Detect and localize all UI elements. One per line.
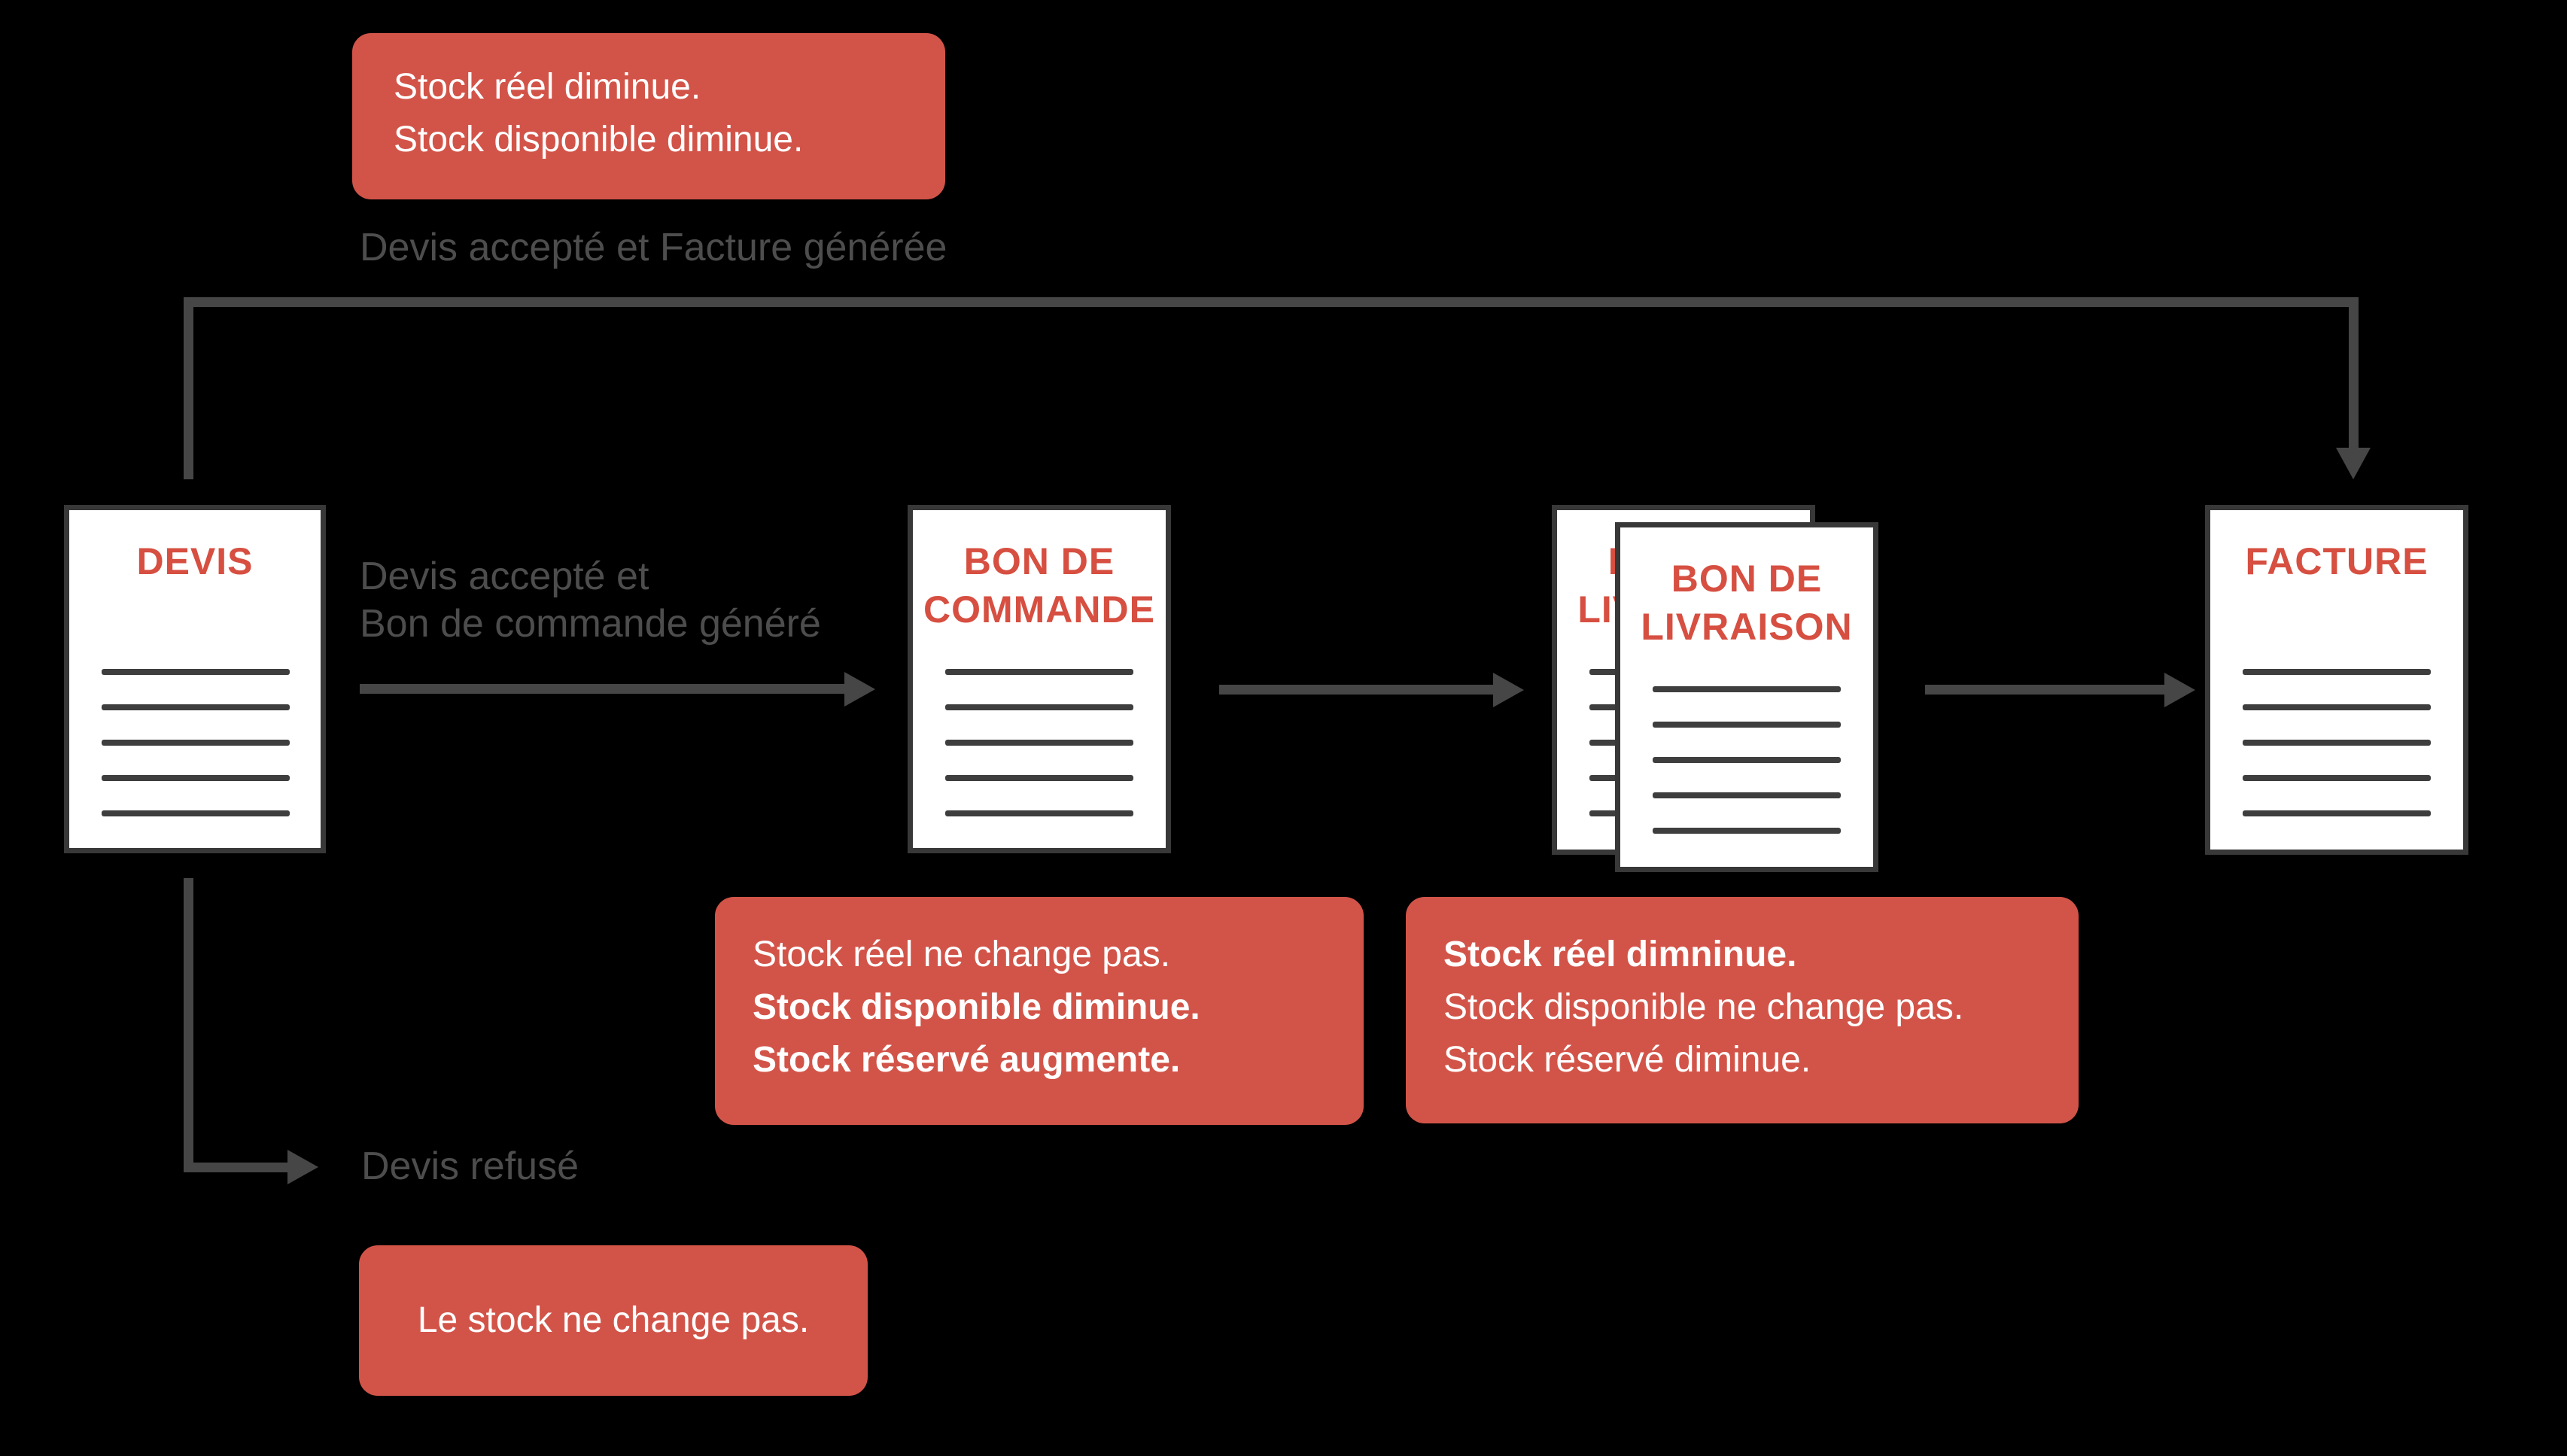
label-devis-accepte-bon-de-commande-genere: Devis accepté et Bon de commande généré (360, 553, 821, 648)
text-line (945, 669, 1133, 675)
label-devis-refuse: Devis refusé (361, 1144, 579, 1188)
text-line (1653, 722, 1841, 728)
arrow-head (1493, 673, 1524, 707)
note-text: Stock réel diminue. Stock disponible dim… (394, 61, 803, 166)
text-line (945, 810, 1133, 816)
document-facture: FACTURE (2205, 505, 2468, 855)
document-bon-de-livraison: BON DE LIVRAISON (1615, 522, 1878, 872)
note-line: Stock disponible ne change pas. (1443, 987, 1964, 1027)
note-line: Stock réel diminue. (394, 67, 701, 107)
document-devis: DEVIS (64, 505, 326, 853)
document-title-line: DEVIS (136, 540, 254, 582)
note-line: Stock réel ne change pas. (753, 935, 1171, 974)
document-title-line: COMMANDE (923, 588, 1155, 631)
note-line: Stock réservé diminue. (1443, 1040, 1811, 1080)
arrow-segment (1219, 685, 1493, 695)
note-line: Le stock ne change pas. (417, 1300, 810, 1340)
document-title: BON DE LIVRAISON (1620, 555, 1873, 651)
text-line (2243, 775, 2431, 781)
text-line (102, 775, 290, 781)
text-line (1653, 792, 1841, 798)
note-stock-bon-de-livraison: Stock réel dimninue. Stock disponible ne… (1406, 897, 2079, 1123)
document-title: FACTURE (2210, 537, 2463, 585)
note-stock-bon-de-commande: Stock réel ne change pas. Stock disponib… (715, 897, 1364, 1125)
text-line (945, 704, 1133, 710)
text-line (2243, 669, 2431, 675)
document-bon-de-commande: BON DE COMMANDE (908, 505, 1171, 853)
arrow-segment (184, 1163, 287, 1172)
note-stock-facture: Stock réel diminue. Stock disponible dim… (352, 33, 945, 199)
arrow-segment (1925, 685, 2164, 695)
arrow-head (844, 672, 875, 707)
note-text: Stock réel dimninue. Stock disponible ne… (1443, 929, 1963, 1087)
document-title: DEVIS (69, 537, 321, 585)
document-title-line: BON DE (1671, 558, 1823, 600)
text-line (102, 740, 290, 746)
arrow-head (2336, 448, 2371, 479)
arrow-segment (2349, 297, 2359, 448)
text-line (102, 704, 290, 710)
document-title-line: FACTURE (2245, 540, 2429, 582)
arrow-segment (184, 297, 2359, 307)
note-line: Stock réservé augmente. (753, 1040, 1181, 1080)
arrow-segment (184, 878, 193, 1172)
document-title-line: LIVRAISON (1641, 606, 1853, 648)
text-line (1653, 757, 1841, 763)
note-line: Stock réel dimninue. (1443, 935, 1797, 974)
note-line: Stock disponible diminue. (394, 120, 804, 160)
note-stock-devis-refuse: Le stock ne change pas. (359, 1245, 868, 1396)
text-line (1653, 686, 1841, 692)
text-line (2243, 810, 2431, 816)
label-line: Bon de commande généré (360, 602, 821, 646)
text-line (102, 810, 290, 816)
text-line (102, 669, 290, 675)
document-title-line: BON DE (963, 540, 1115, 582)
text-line (945, 775, 1133, 781)
text-line (1653, 828, 1841, 834)
arrow-segment (360, 684, 844, 694)
note-text: Stock réel ne change pas. Stock disponib… (753, 929, 1200, 1087)
arrow-segment (184, 298, 193, 479)
note-line: Stock disponible diminue. (753, 987, 1200, 1027)
label-line: Devis accepté et (360, 555, 649, 598)
arrow-head (2164, 673, 2195, 707)
document-title: BON DE COMMANDE (913, 537, 1166, 634)
label-devis-accepte-facture-generee: Devis accepté et Facture générée (360, 226, 947, 269)
text-line (945, 740, 1133, 746)
text-line (2243, 740, 2431, 746)
arrow-head (287, 1150, 318, 1184)
text-line (2243, 704, 2431, 710)
